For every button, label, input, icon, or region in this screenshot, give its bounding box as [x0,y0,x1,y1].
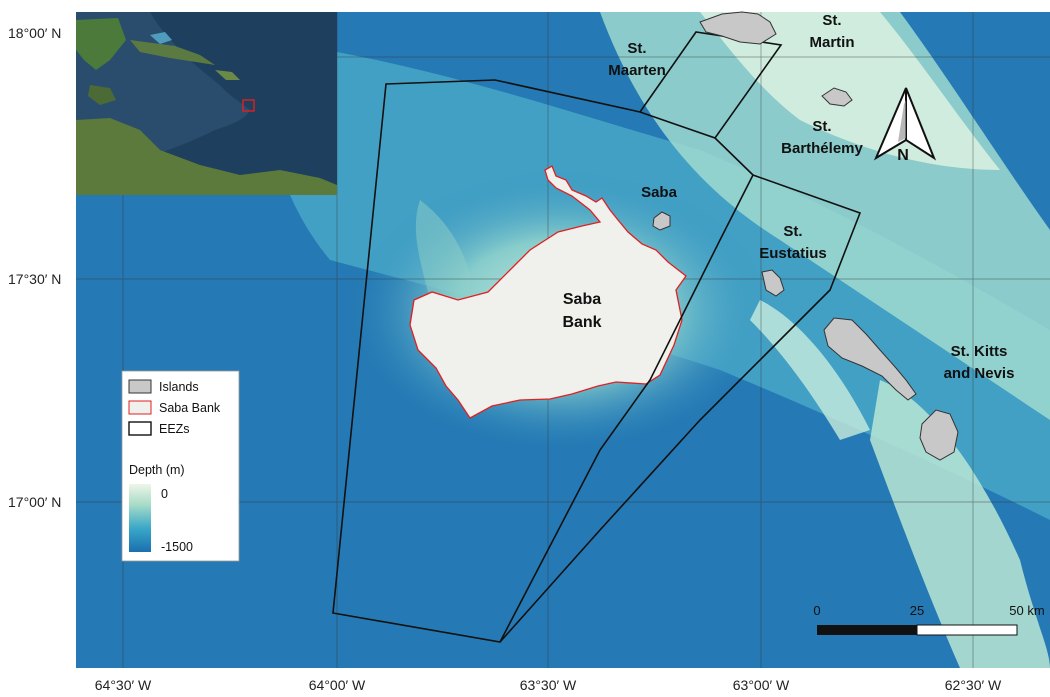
label-st-eustatius-2: Eustatius [759,245,827,262]
legend-depth-title: Depth (m) [129,463,185,477]
label-st-maarten-1: St. [627,40,646,57]
lat-label-17-00: 17°00′ N [8,494,61,510]
legend-swatch-saba-bank [128,400,152,415]
scale-tick-25: 25 [910,603,924,618]
legend: Islands Saba Bank EEZs Depth (m) 0 -1500 [121,370,240,562]
legend-label-islands: Islands [159,380,199,394]
label-st-eustatius-1: St. [783,223,802,240]
lon-label-62-30: 62°30′ W [945,677,1002,693]
scale-bar: 0 25 50 km [813,603,1045,636]
nevis-island [919,409,959,461]
latitude-labels: 18°00′ N 17°30′ N 17°00′ N [8,25,61,510]
scale-tick-50: 50 km [1009,603,1044,618]
st-martin-island [699,11,777,45]
lon-label-63-00: 63°00′ W [733,677,790,693]
saba-island [652,211,671,231]
lon-label-63-30: 63°30′ W [520,677,577,693]
inset-study-area-box [242,99,255,112]
north-arrow-label: N [897,147,909,164]
legend-label-saba-bank: Saba Bank [159,401,221,415]
legend-swatch-eezs [128,421,152,436]
label-st-barthelemy-2: Barthélemy [781,140,863,157]
legend-swatch-islands [128,379,152,394]
longitude-labels: 64°30′ W 64°00′ W 63°30′ W 63°00′ W 62°3… [95,677,1002,693]
scale-tick-0: 0 [813,603,820,618]
inset-map [76,12,337,195]
label-st-kitts-2: and Nevis [944,365,1015,382]
label-st-kitts-1: St. Kitts [951,343,1008,360]
label-saba-bank-1: Saba [563,291,601,308]
lat-label-17-30: 17°30′ N [8,271,61,287]
legend-depth-max: 0 [161,487,168,501]
legend-depth-ramp [129,484,151,552]
label-st-martin-2: Martin [810,34,855,51]
label-st-barthelemy-1: St. [812,118,831,135]
islands [652,11,959,461]
legend-depth-min: -1500 [161,540,193,554]
legend-label-eezs: EEZs [159,422,190,436]
st-barthelemy-island [821,87,853,107]
lat-label-18-00: 18°00′ N [8,25,61,41]
lon-label-64-00: 64°00′ W [309,677,366,693]
lon-label-64-30: 64°30′ W [95,677,152,693]
label-st-martin-1: St. [822,12,841,29]
label-saba: Saba [641,184,678,201]
st-eustatius-island [761,269,785,297]
st-kitts-island [823,317,917,401]
north-arrow: N [873,87,937,164]
place-labels: St. Martin St. Maarten St. Barthélemy Sa… [562,12,1014,382]
saba-bank-outline [409,165,687,419]
label-saba-bank-2: Bank [562,314,601,331]
label-st-maarten-2: Maarten [608,62,666,79]
